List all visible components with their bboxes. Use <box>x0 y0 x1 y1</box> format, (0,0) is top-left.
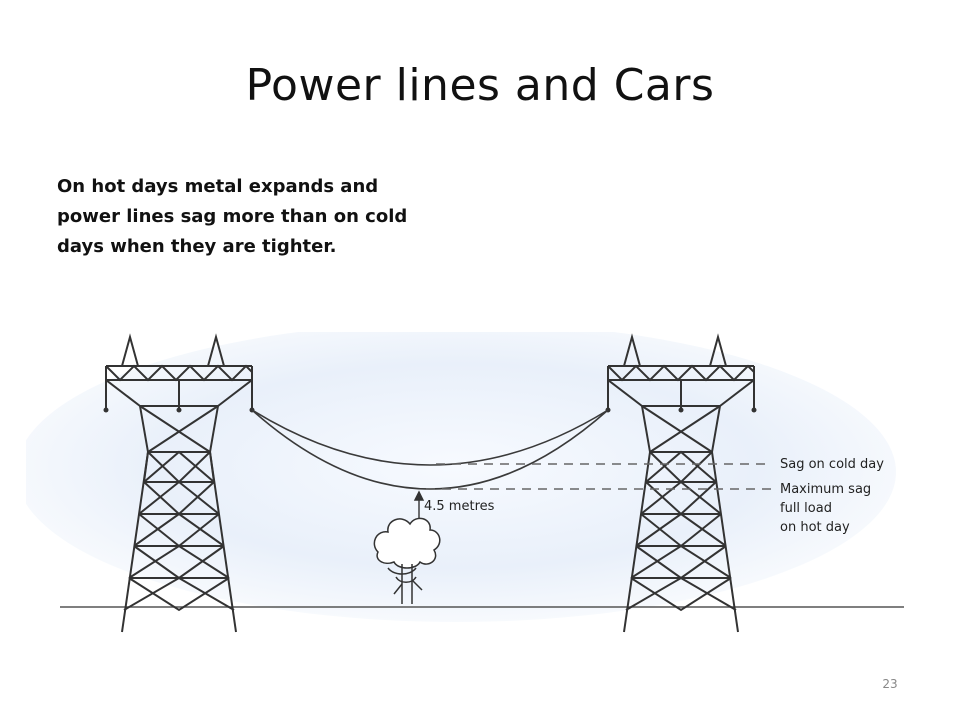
diagram-glow <box>26 332 896 622</box>
max-sag-label-line-1: Maximum sag <box>780 482 871 497</box>
left-pylon <box>105 333 253 633</box>
left-insulator-2 <box>176 407 182 413</box>
tree-illustration <box>373 517 441 604</box>
max-sag-label-line-2: full load <box>780 501 832 516</box>
left-insulator-1 <box>103 407 109 413</box>
page-number: 23 <box>882 677 898 691</box>
diagram-svg: 4.5 metres Sag on cold day Maximum sag f… <box>26 332 904 640</box>
right-pylon <box>607 333 755 633</box>
power-line-sag-diagram: 4.5 metres Sag on cold day Maximum sag f… <box>26 332 904 640</box>
slide-title: Power lines and Cars <box>245 60 715 111</box>
right-insulator-2 <box>678 407 684 413</box>
body-line-1: On hot days metal expands and <box>57 176 379 197</box>
max-sag-label-line-3: on hot day <box>780 520 850 535</box>
slide-body-text: On hot days metal expands and power line… <box>57 172 497 262</box>
cable-cold-day <box>251 409 609 466</box>
body-line-2: power lines sag more than on cold <box>57 206 408 227</box>
clearance-label: 4.5 metres <box>424 499 495 514</box>
body-line-3: days when they are tighter. <box>57 236 337 257</box>
right-insulator-3 <box>751 407 757 413</box>
sag-cold-day-label: Sag on cold day <box>780 457 884 472</box>
